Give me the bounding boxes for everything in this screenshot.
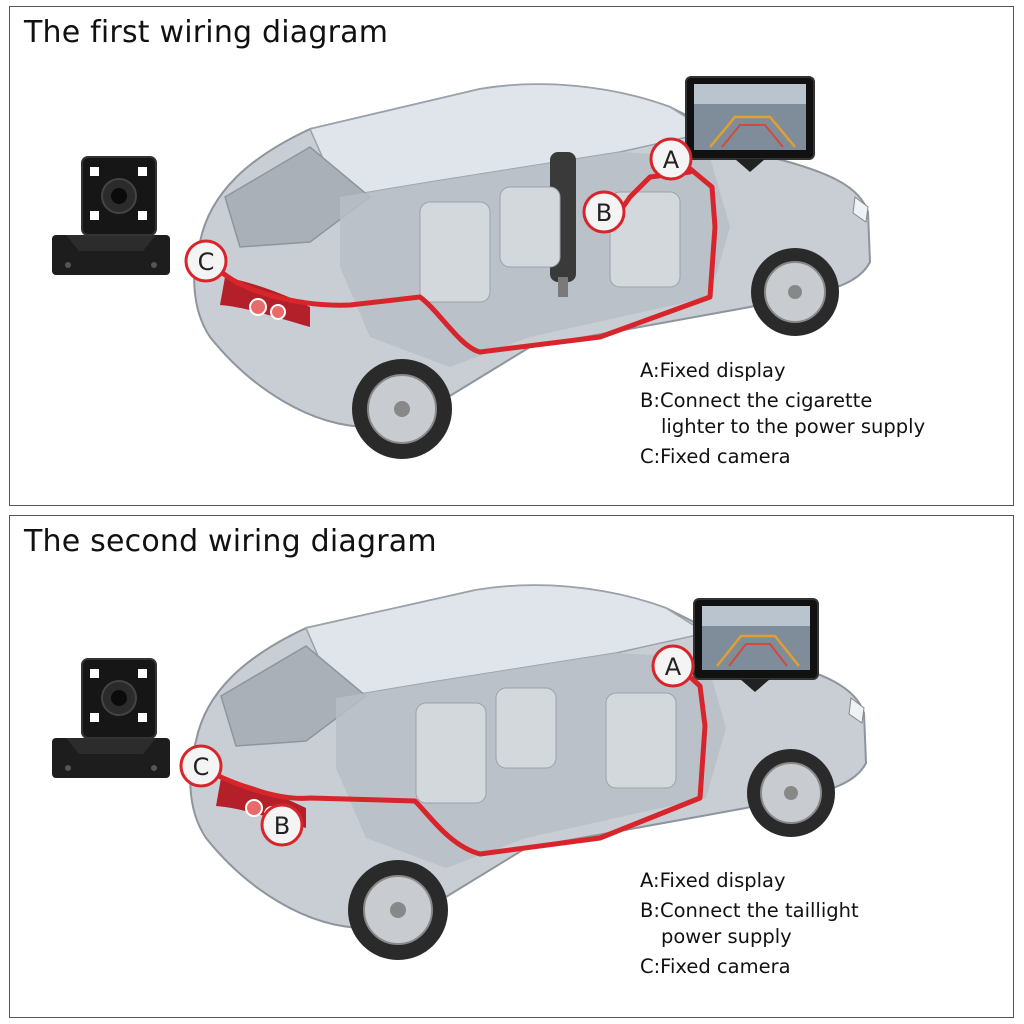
- wire-path: [213, 164, 718, 355]
- backup-camera-icon: [52, 658, 170, 778]
- svg-text:A: A: [665, 653, 682, 681]
- legend: A:Fixed display B:Connect the cigarette …: [640, 358, 925, 474]
- marker-b: B: [260, 803, 304, 847]
- wiring-diagram-2: The second wiring diagram: [9, 515, 1014, 1018]
- diagram-title: The second wiring diagram: [24, 524, 437, 559]
- legend-item-b-line1: B:Connect the cigarette: [640, 389, 873, 412]
- legend-item-c: C:Fixed camera: [640, 955, 791, 978]
- legend-item-c: C:Fixed camera: [640, 445, 791, 468]
- wiring-diagram-1: The first wiring diagram: [9, 6, 1014, 506]
- svg-text:B: B: [274, 812, 290, 840]
- marker-b: B: [582, 190, 626, 234]
- monitor-icon: [693, 598, 819, 692]
- wire-path: [211, 663, 708, 857]
- svg-text:A: A: [663, 146, 680, 174]
- marker-a: A: [649, 137, 693, 181]
- car-icon: [193, 83, 872, 459]
- svg-text:C: C: [198, 248, 215, 276]
- legend-item-b: B:Connect the cigarette lighter to the p…: [640, 388, 925, 440]
- legend: A:Fixed display B:Connect the taillight …: [640, 868, 859, 984]
- svg-text:B: B: [596, 199, 612, 227]
- legend-item-b-line2: lighter to the power supply: [661, 415, 926, 438]
- legend-item-b-line1: B:Connect the taillight: [640, 899, 859, 922]
- legend-item-b-line2: power supply: [661, 925, 792, 948]
- marker-a: A: [651, 644, 695, 688]
- legend-item-a: A:Fixed display: [640, 869, 786, 892]
- marker-c: C: [179, 744, 223, 788]
- svg-text:C: C: [193, 753, 210, 781]
- legend-item-a: A:Fixed display: [640, 359, 786, 382]
- backup-camera-icon: [52, 156, 170, 275]
- diagram-title: The first wiring diagram: [24, 15, 389, 50]
- legend-item-b: B:Connect the taillight power supply: [640, 898, 859, 950]
- marker-c: C: [184, 239, 228, 283]
- wiring-illustration: A B C: [52, 76, 872, 459]
- wiring-illustration: A B C: [52, 584, 868, 960]
- monitor-icon: [685, 76, 815, 172]
